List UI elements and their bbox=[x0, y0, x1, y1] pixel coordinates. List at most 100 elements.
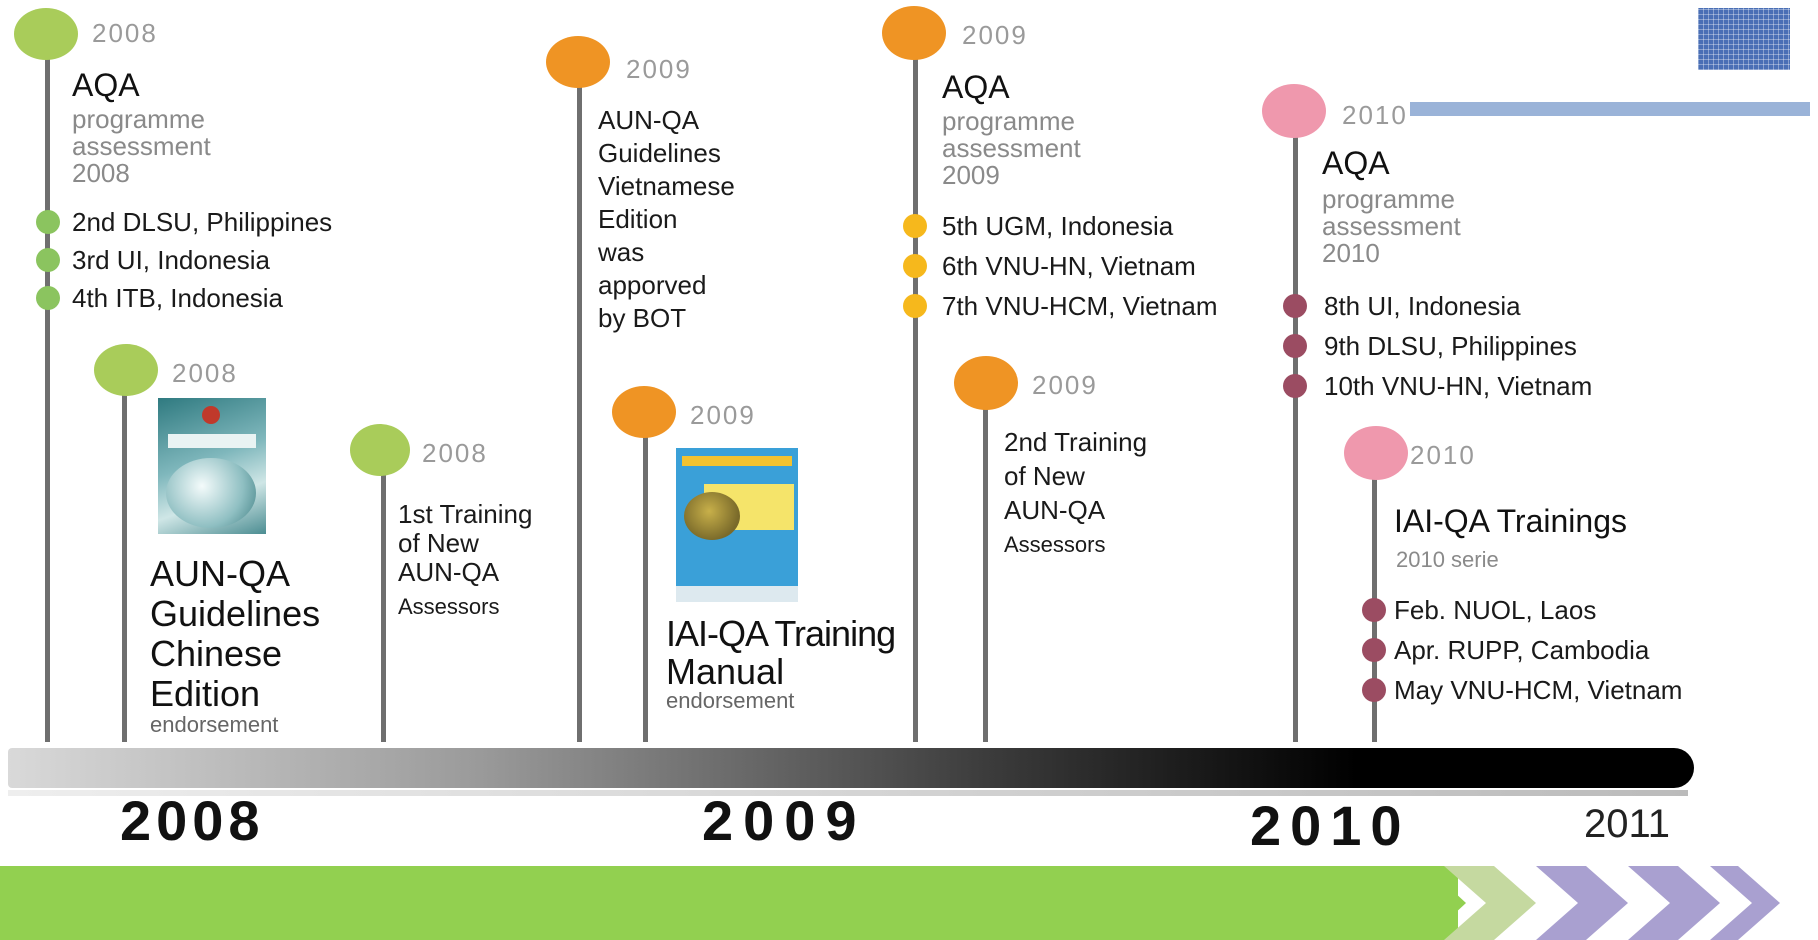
bullet-dot bbox=[903, 294, 927, 318]
event-text-3c: AUN-QA bbox=[398, 557, 500, 587]
event-sub-6c: 2009 bbox=[942, 160, 1000, 190]
event-sub-8c: 2010 bbox=[1322, 238, 1380, 268]
stem-6 bbox=[913, 34, 918, 742]
axis-label-2010: 2010 bbox=[1250, 794, 1411, 857]
event-item-9c: May VNU-HCM, Vietnam bbox=[1394, 675, 1683, 705]
event-year-5: 2009 bbox=[690, 400, 756, 430]
event-title-2b: Guidelines bbox=[150, 593, 321, 634]
event-sub-6a: programme bbox=[942, 106, 1075, 136]
book-cover-header-bar bbox=[682, 456, 792, 466]
event-year-1: 2008 bbox=[92, 18, 158, 48]
event-text-3d: Assessors bbox=[398, 594, 500, 619]
book-cover-photo bbox=[684, 492, 740, 540]
bullet-dot bbox=[1283, 294, 1307, 318]
event-item-6b: 6th VNU-HN, Vietnam bbox=[942, 251, 1196, 281]
event-text-7c: AUN-QA bbox=[1004, 495, 1106, 525]
bullet-dot bbox=[36, 210, 60, 234]
stem-4 bbox=[577, 62, 582, 742]
globe-icon bbox=[166, 458, 256, 528]
axis-label-2009: 2009 bbox=[702, 789, 867, 852]
event-text-4a: AUN-QA bbox=[598, 105, 700, 135]
event-text-4b: Guidelines bbox=[598, 138, 721, 168]
bullet-dot bbox=[36, 286, 60, 310]
event-text-4d: Edition bbox=[598, 204, 678, 234]
stem-1 bbox=[45, 40, 50, 742]
book-cover-title-bar bbox=[168, 434, 256, 448]
event-text-4f: apporved bbox=[598, 270, 707, 300]
stem-7 bbox=[983, 380, 988, 742]
axis-label-2011: 2011 bbox=[1584, 802, 1671, 846]
timeline-bar bbox=[8, 748, 1694, 788]
event-node-4 bbox=[546, 36, 610, 88]
bullet-dot bbox=[1362, 638, 1386, 662]
event-year-4: 2009 bbox=[626, 54, 692, 84]
event-year-8: 2010 bbox=[1342, 100, 1408, 130]
event-item-1a: 2nd DLSU, Philippines bbox=[72, 207, 333, 237]
event-node-5 bbox=[612, 386, 676, 438]
event-node-7 bbox=[954, 356, 1018, 410]
event-text-4g: by BOT bbox=[598, 303, 687, 333]
event-title-5a: IAI-QA Training bbox=[666, 613, 896, 654]
event-text-7b: of New bbox=[1004, 461, 1085, 491]
event-text-7a: 2nd Training bbox=[1004, 427, 1148, 457]
event-sub-1b: assessment bbox=[72, 131, 211, 161]
event-title-9: IAI-QA Trainings bbox=[1394, 503, 1627, 539]
stem-9 bbox=[1372, 452, 1377, 742]
bullet-dot bbox=[1283, 334, 1307, 358]
book-cover-footer bbox=[676, 586, 798, 602]
event-title-2a: AUN-QA bbox=[150, 553, 291, 594]
event-item-6c: 7th VNU-HCM, Vietnam bbox=[942, 291, 1218, 321]
event-title-8: AQA bbox=[1322, 145, 1390, 181]
event-year-9: 2010 bbox=[1410, 440, 1476, 470]
event-node-3 bbox=[350, 424, 410, 476]
stem-8 bbox=[1293, 110, 1298, 742]
bullet-dot bbox=[903, 254, 927, 278]
event-title-2d: Edition bbox=[150, 673, 261, 714]
event-item-1b: 3rd UI, Indonesia bbox=[72, 245, 271, 275]
book-cover-chinese bbox=[158, 398, 266, 534]
event-node-9 bbox=[1344, 426, 1408, 480]
event-year-3: 2008 bbox=[422, 438, 488, 468]
event-item-8c: 10th VNU-HN, Vietnam bbox=[1324, 371, 1593, 401]
event-node-6 bbox=[882, 6, 946, 60]
event-title-6: AQA bbox=[942, 69, 1010, 105]
event-item-8a: 8th UI, Indonesia bbox=[1324, 291, 1521, 321]
book-cover-manual bbox=[676, 448, 798, 602]
bullet-dot bbox=[1283, 374, 1307, 398]
event-title-5b: Manual bbox=[666, 651, 785, 692]
event-sub-1c: 2008 bbox=[72, 158, 130, 188]
chevron-arrows-icon bbox=[1444, 866, 1780, 940]
event-note-5: endorsement bbox=[666, 688, 795, 713]
event-text-3a: 1st Training bbox=[398, 499, 533, 529]
event-item-1c: 4th ITB, Indonesia bbox=[72, 283, 284, 313]
event-sub-9: 2010 serie bbox=[1396, 547, 1499, 572]
event-text-4e: was bbox=[598, 237, 645, 267]
stem-5 bbox=[643, 412, 648, 742]
event-text-4c: Vietnamese bbox=[598, 171, 735, 201]
event-node-8 bbox=[1262, 84, 1326, 138]
event-year-7: 2009 bbox=[1032, 370, 1098, 400]
axis-label-2008: 2008 bbox=[120, 789, 265, 852]
event-item-9a: Feb. NUOL, Laos bbox=[1394, 595, 1597, 625]
event-sub-8a: programme bbox=[1322, 184, 1455, 214]
stem-2 bbox=[122, 372, 127, 742]
event-text-3b: of New bbox=[398, 528, 479, 558]
event-sub-8b: assessment bbox=[1322, 211, 1461, 241]
event-note-2: endorsement bbox=[150, 712, 279, 737]
bullet-dot bbox=[1362, 598, 1386, 622]
event-node-1 bbox=[14, 8, 78, 60]
event-item-9b: Apr. RUPP, Cambodia bbox=[1394, 635, 1650, 665]
bullet-dot bbox=[1362, 678, 1386, 702]
timeline-bar-shadow bbox=[8, 790, 1688, 796]
event-year-6: 2009 bbox=[962, 20, 1028, 50]
book-cover-emblem bbox=[202, 406, 220, 424]
stem-3 bbox=[381, 450, 386, 742]
event-item-6a: 5th UGM, Indonesia bbox=[942, 211, 1174, 241]
bullet-dot bbox=[903, 214, 927, 238]
bullet-dot bbox=[36, 248, 60, 272]
event-title-2c: Chinese bbox=[150, 633, 283, 674]
event-sub-1a: programme bbox=[72, 104, 205, 134]
event-title-1: AQA bbox=[72, 67, 140, 103]
corner-line bbox=[1410, 102, 1810, 116]
event-node-2 bbox=[94, 344, 158, 396]
